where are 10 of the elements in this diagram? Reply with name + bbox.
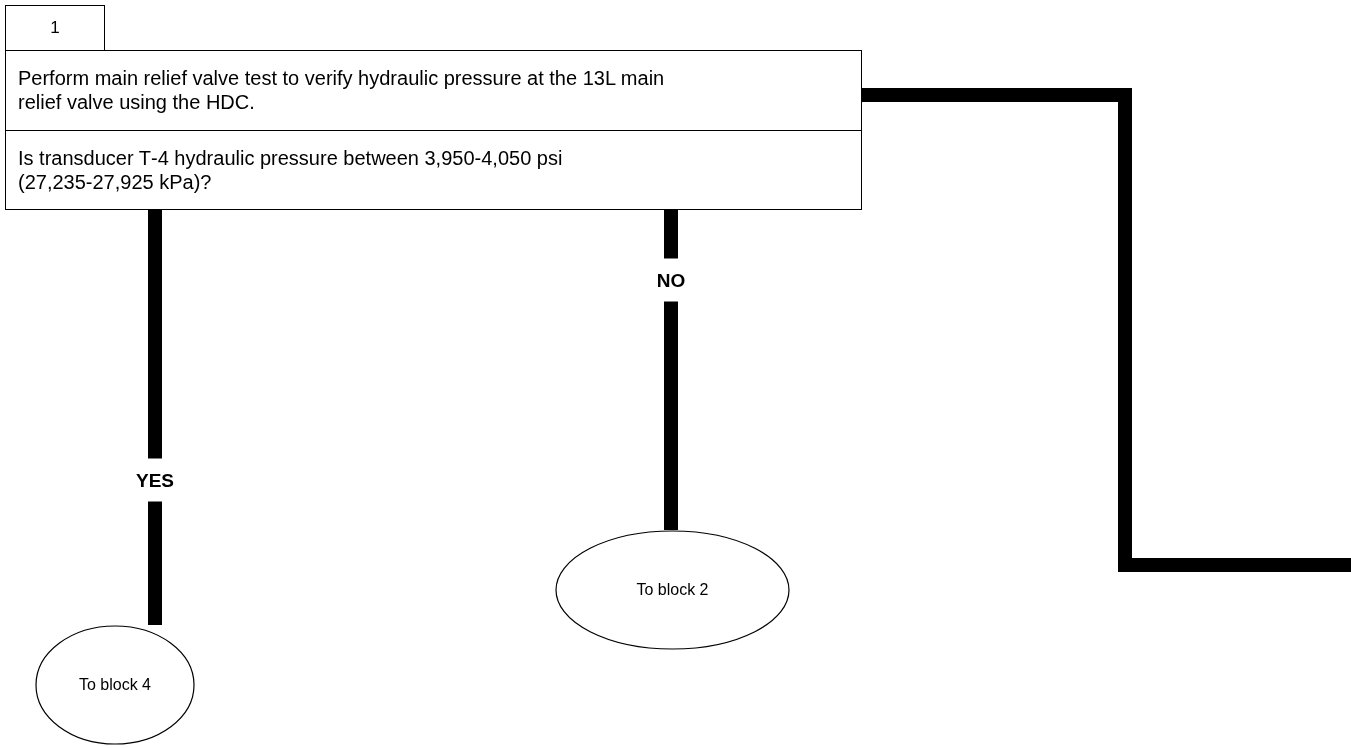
connector-line — [148, 210, 162, 625]
question-text: Is transducer T‑4 hydraulic pressure between 3,950‑4,050 psi (27,235‑27,925 kPa)? — [18, 145, 564, 194]
step-number-box — [5, 5, 105, 51]
instruction-text: Perform main relief valve test to verify hydraulic pressure at the 13L main relief valve using the HDC. — [18, 66, 666, 115]
connector-line — [862, 88, 1351, 572]
connector-line — [664, 210, 678, 530]
node-text: To block 4 — [78, 675, 151, 695]
node-text: To block 2 — [636, 580, 709, 600]
step-box — [5, 50, 862, 210]
step-number: 1 — [50, 17, 60, 40]
